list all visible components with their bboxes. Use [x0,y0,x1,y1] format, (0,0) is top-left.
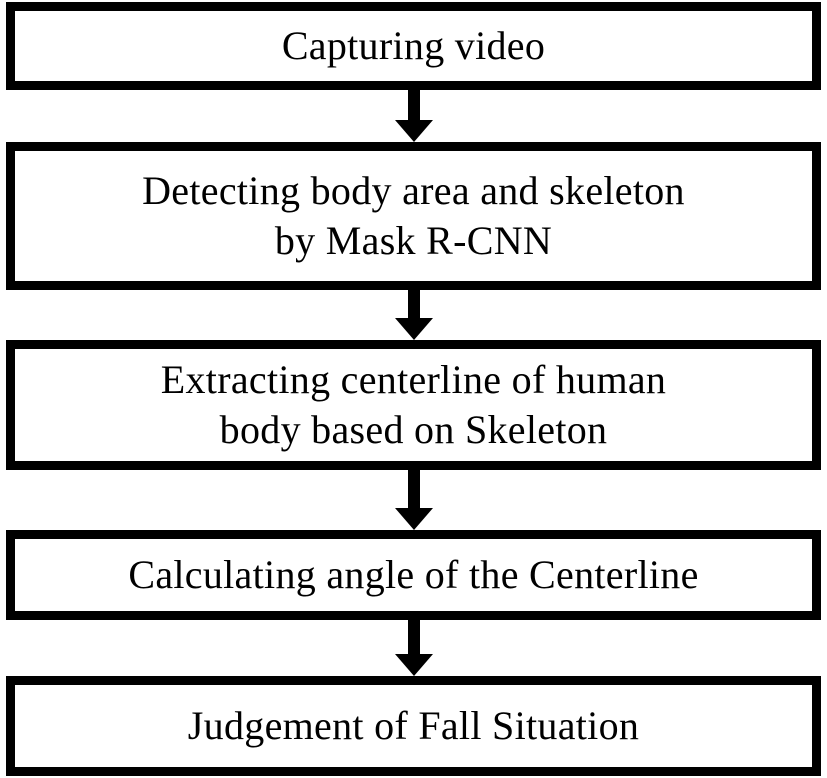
step-2-line-2: by Mask R-CNN [274,218,553,263]
arrow-4 [395,620,433,676]
step-extracting-centerline: Extracting centerline of human body base… [6,340,821,470]
arrow-3 [395,470,433,530]
arrow-1 [395,90,433,142]
step-5-line-1: Judgement of Fall Situation [187,703,640,748]
step-3-line-1: Extracting centerline of human [160,357,667,402]
step-2-line-1: Detecting body area and skeleton [142,168,685,213]
step-calculating-angle: Calculating angle of the Centerline [6,530,821,620]
step-capturing-video: Capturing video [6,2,821,90]
step-1-line-1: Capturing video [281,23,546,68]
step-detecting-body-area: Detecting body area and skeleton by Mask… [6,142,821,290]
step-judgement-fall: Judgement of Fall Situation [6,676,821,776]
step-3-line-2: body based on Skeleton [219,407,608,452]
step-4-line-1: Calculating angle of the Centerline [128,552,699,597]
arrow-2 [395,290,433,340]
